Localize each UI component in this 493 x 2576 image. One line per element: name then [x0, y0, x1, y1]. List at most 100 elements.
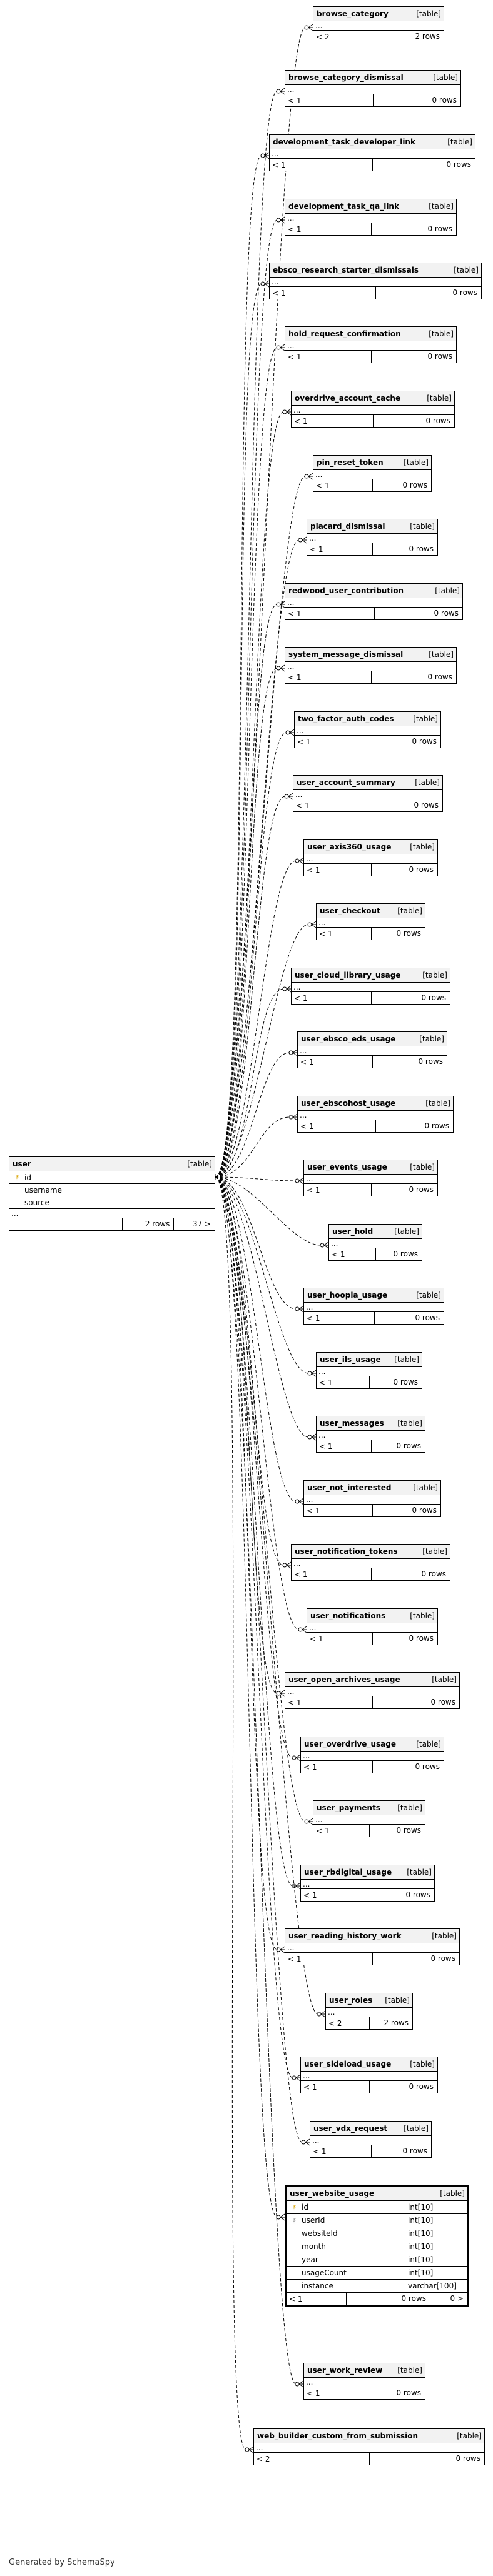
table-name[interactable]: user_ebsco_eds_usage	[301, 1035, 396, 1043]
column-name-text: instance	[302, 2282, 333, 2290]
table-name[interactable]: two_factor_auth_codes	[298, 714, 394, 723]
table-name[interactable]: ebsco_research_starter_dismissals	[273, 266, 419, 274]
table-name[interactable]: user_axis360_usage	[307, 843, 392, 851]
table-name[interactable]: user_notifications	[310, 1611, 386, 1620]
table-name[interactable]: user_checkout	[320, 906, 380, 915]
table-name[interactable]: user_cloud_library_usage	[295, 971, 401, 980]
relationship-edge	[215, 1176, 306, 1822]
table-name[interactable]: development_task_qa_link	[288, 202, 399, 211]
table-name[interactable]: browse_category	[317, 9, 389, 18]
crows-foot-marker	[276, 2213, 285, 2221]
table-name[interactable]: user_work_review	[307, 2366, 383, 2375]
table-name[interactable]: user_roles	[329, 1996, 373, 2005]
table-name[interactable]: user_open_archives_usage	[288, 1675, 400, 1684]
table-kind: [table]	[397, 2366, 422, 2375]
table-name[interactable]: pin_reset_token	[317, 458, 384, 467]
table-name[interactable]: user_hoopla_usage	[307, 1291, 388, 1300]
table-name[interactable]: user_overdrive_usage	[304, 1740, 396, 1748]
table-name[interactable]: hold_request_confirmation	[288, 329, 401, 338]
row-count: 0 rows	[368, 799, 442, 811]
table-name[interactable]: user_messages	[320, 1419, 384, 1428]
table-name[interactable]: web_builder_custom_from_submission	[257, 2432, 419, 2440]
table-web-builder-custom-from-submission[interactable]: web_builder_custom_from_submission[table…	[253, 2428, 485, 2465]
table-name[interactable]: user_rbdigital_usage	[304, 1868, 392, 1877]
row-count: 0 rows	[374, 1312, 444, 1324]
parent-count: < 2	[257, 2454, 270, 2463]
parent-count: < 1	[288, 1698, 302, 1707]
table-name[interactable]: user_payments	[317, 1803, 380, 1812]
crows-foot-marker	[276, 601, 285, 608]
column-type: int[10]	[405, 2240, 467, 2253]
column-name: year	[287, 2253, 405, 2266]
table-name[interactable]: user_sideload_usage	[304, 2060, 392, 2068]
table-name[interactable]: redwood_user_contribution	[288, 586, 404, 595]
table-name[interactable]: user_events_usage	[307, 1163, 387, 1171]
table-name[interactable]: development_task_developer_link	[273, 138, 415, 146]
table-name[interactable]: system_message_dismissal	[288, 650, 404, 659]
table-name[interactable]: user_ils_usage	[320, 1355, 381, 1364]
more-columns: ...	[293, 790, 442, 799]
table-name[interactable]: user_account_summary	[297, 778, 395, 787]
table-name[interactable]: user_ebscohost_usage	[301, 1099, 396, 1108]
table-name[interactable]: browse_category_dismissal	[288, 73, 404, 82]
table-name[interactable]: user_website_usage	[290, 2189, 375, 2198]
crows-foot-marker	[295, 1177, 304, 1185]
table-name[interactable]: placard_dismissal	[310, 522, 385, 531]
table-ebsco-research-starter-dismissals[interactable]: ebsco_research_starter_dismissals [table]…	[269, 263, 482, 299]
table-name[interactable]: user	[13, 1160, 31, 1168]
table-header: development_task_qa_link[table]	[285, 199, 456, 214]
parent-count: < 1	[307, 865, 320, 875]
table-development-task-developer-link[interactable]: development_task_developer_link[table]..…	[269, 134, 475, 171]
table-name[interactable]: user_not_interested	[307, 1483, 392, 1492]
table-name[interactable]: user_vdx_request	[313, 2124, 388, 2133]
table-name[interactable]: overdrive_account_cache	[295, 394, 401, 403]
relationship-edge	[215, 604, 278, 1178]
table-kind: [table]	[454, 266, 479, 274]
table-name[interactable]: user_reading_history_work	[288, 1932, 402, 1940]
crows-foot-marker	[304, 473, 313, 480]
more-columns: ...	[304, 2378, 425, 2387]
table-name[interactable]: user_hold	[332, 1227, 374, 1236]
table-name[interactable]: user_notification_tokens	[295, 1547, 398, 1556]
